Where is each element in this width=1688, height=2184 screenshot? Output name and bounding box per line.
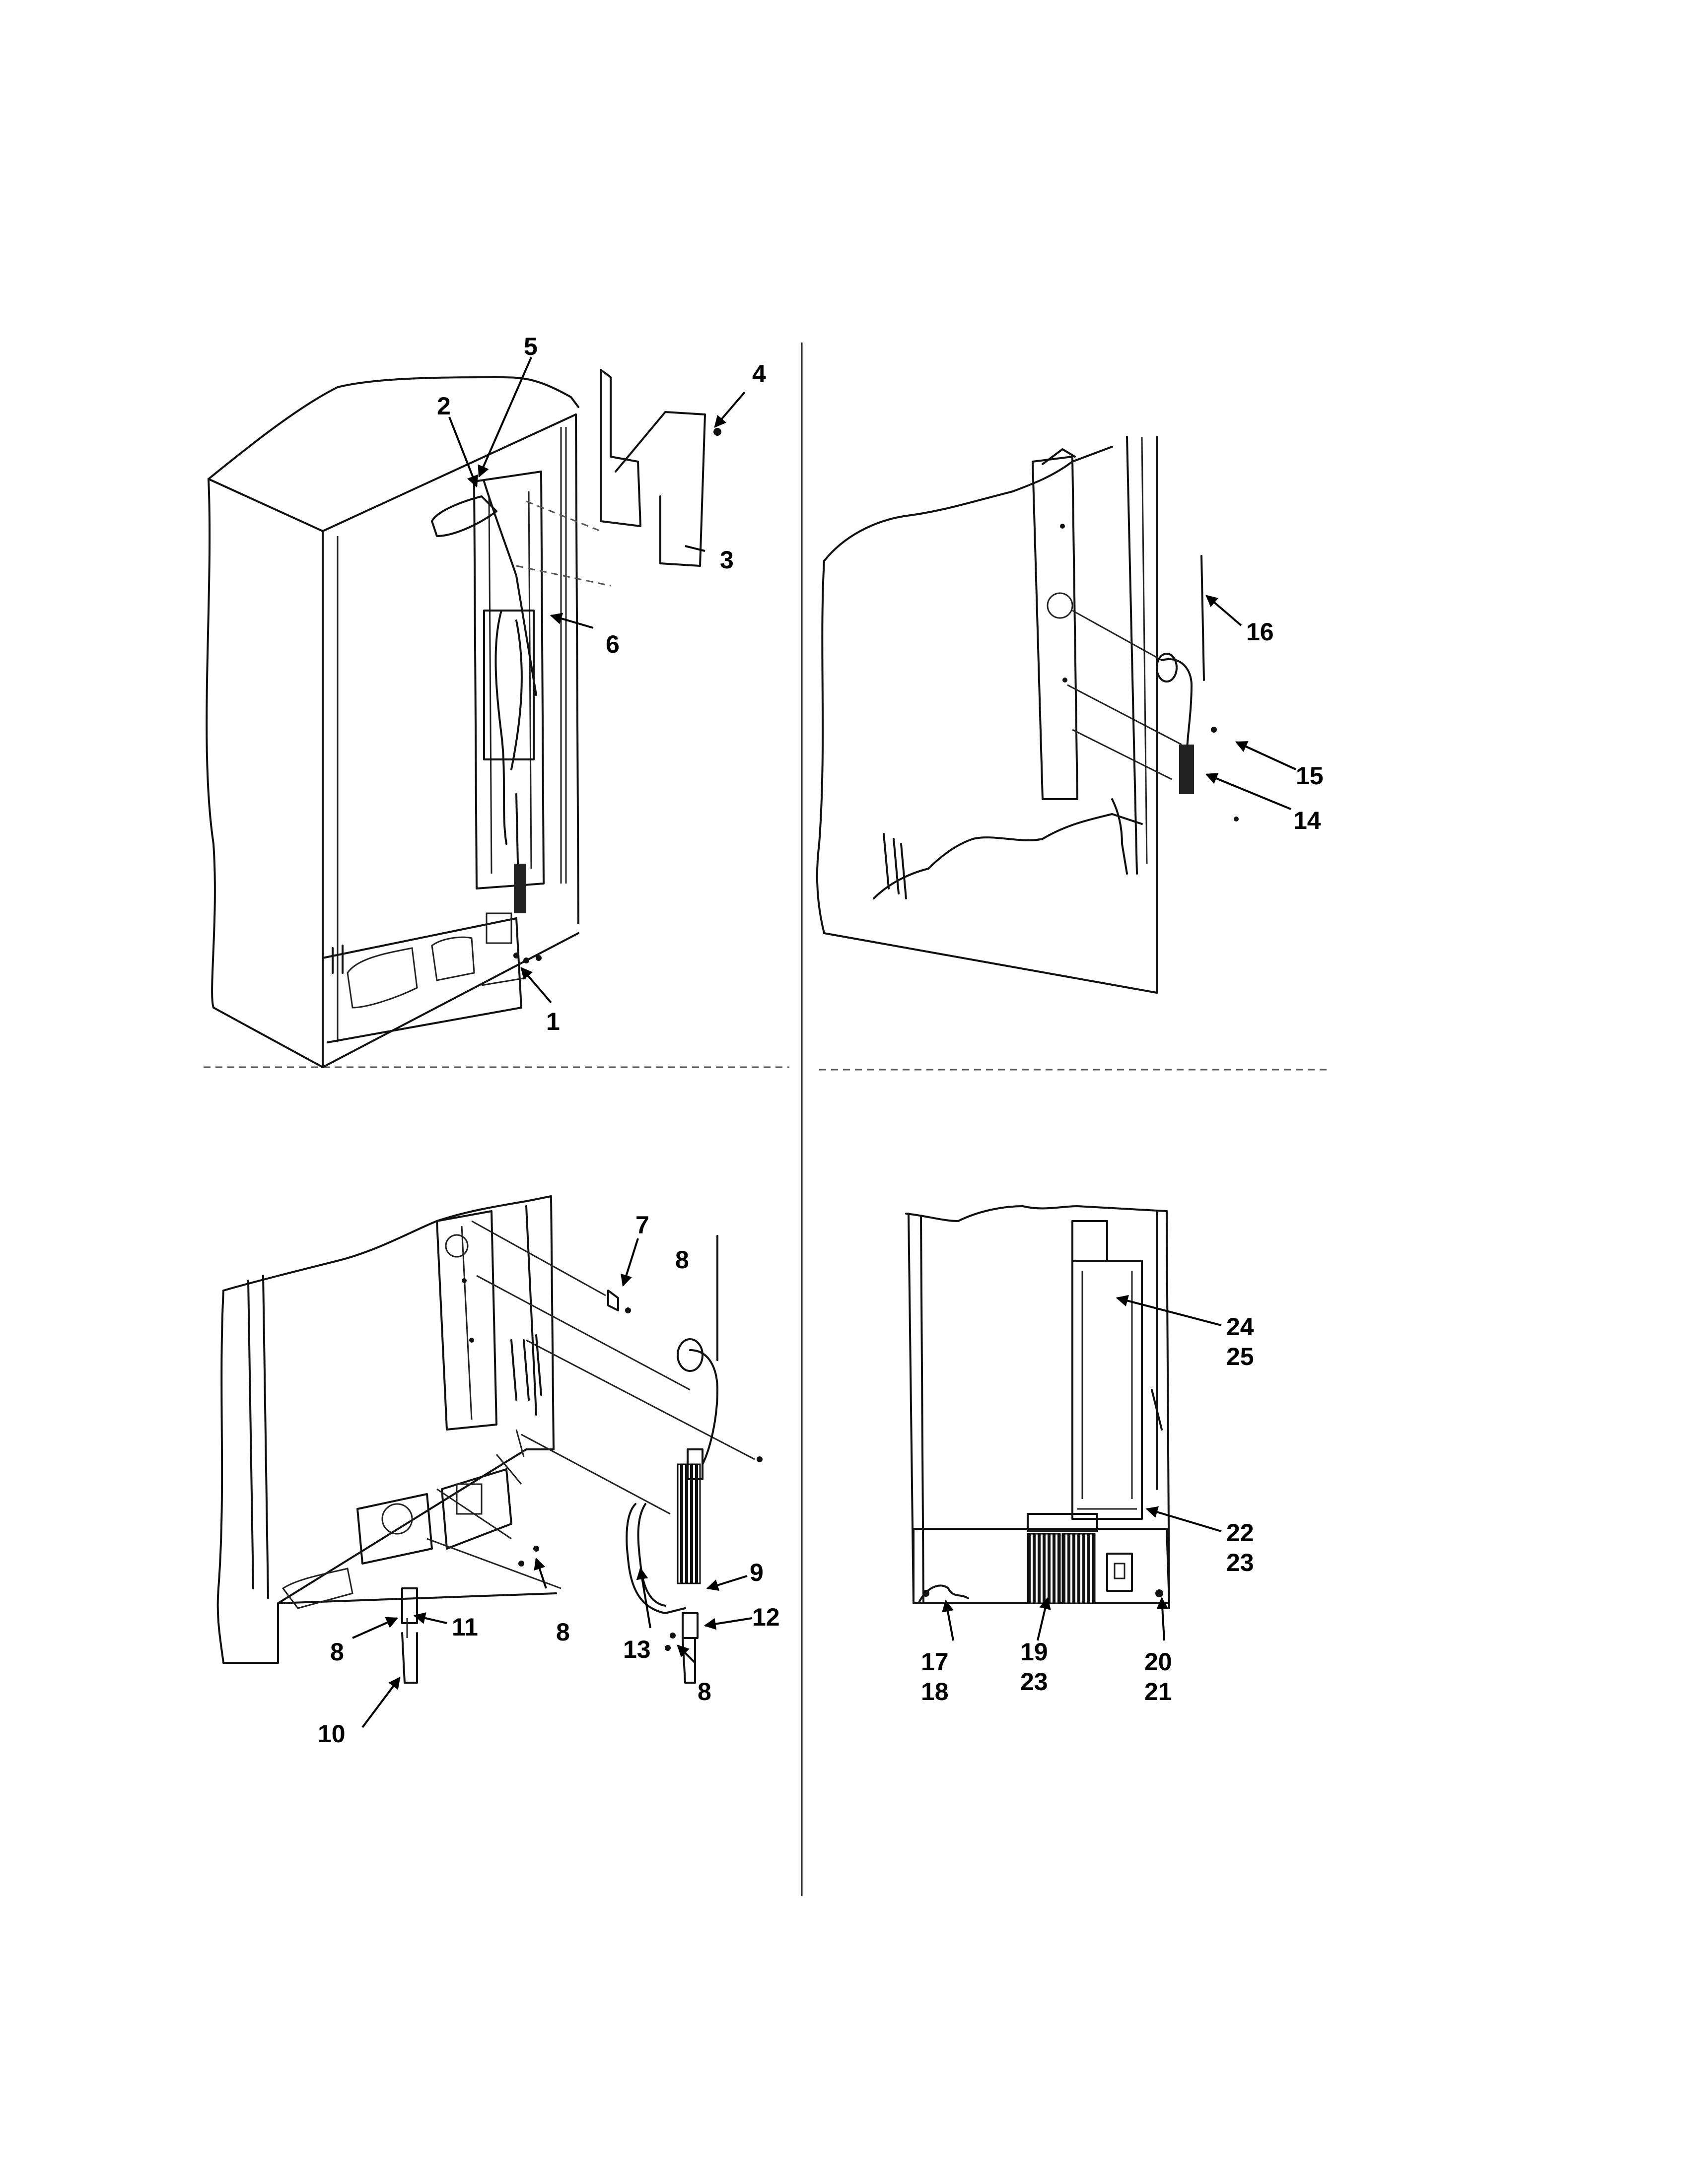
part-label: 13	[623, 1636, 651, 1663]
part-label: 18	[921, 1678, 949, 1706]
part-label: 9	[750, 1559, 764, 1586]
part-label: 6	[606, 630, 620, 658]
part-label: 8	[675, 1246, 689, 1274]
part-label: 1	[546, 1008, 560, 1035]
cover-panel-part	[600, 369, 641, 527]
part-label: 20	[1144, 1648, 1172, 1676]
part-label: 25	[1226, 1343, 1254, 1370]
part-label: 24	[1226, 1313, 1254, 1341]
part-label: 22	[1226, 1519, 1254, 1547]
part-label: 11	[452, 1613, 478, 1641]
part-label: 10	[318, 1720, 346, 1748]
view-top-left	[206, 369, 721, 1068]
part-label: 21	[1144, 1678, 1172, 1706]
cabinet-outline	[206, 478, 216, 1009]
part-label: 8	[330, 1638, 344, 1666]
part-label: 5	[524, 333, 538, 360]
quadrant-dividers	[204, 342, 1331, 1896]
part-label: 17	[921, 1648, 949, 1676]
part-label: 14	[1293, 807, 1321, 834]
leader-arrows	[352, 357, 1296, 1728]
view-top-right	[816, 436, 1239, 994]
part-label: 3	[720, 546, 734, 574]
part-label: 4	[752, 360, 766, 388]
part-label: 23	[1020, 1668, 1048, 1696]
view-bottom-left	[216, 1195, 763, 1684]
part-label: 8	[698, 1678, 711, 1706]
part-labels: 5 2 4 3 6 1 16 15 14 7 8 9 12 11 8 8 13 …	[318, 333, 1324, 1748]
part-label: 15	[1296, 762, 1324, 790]
part-label: 2	[437, 392, 451, 420]
part-label: 8	[556, 1618, 570, 1646]
part-label: 23	[1226, 1549, 1254, 1576]
part-label: 19	[1020, 1638, 1048, 1666]
part-label: 7	[635, 1211, 649, 1239]
view-bottom-right	[905, 1205, 1170, 1609]
part-label: 12	[752, 1603, 780, 1631]
part-label: 16	[1246, 618, 1274, 646]
